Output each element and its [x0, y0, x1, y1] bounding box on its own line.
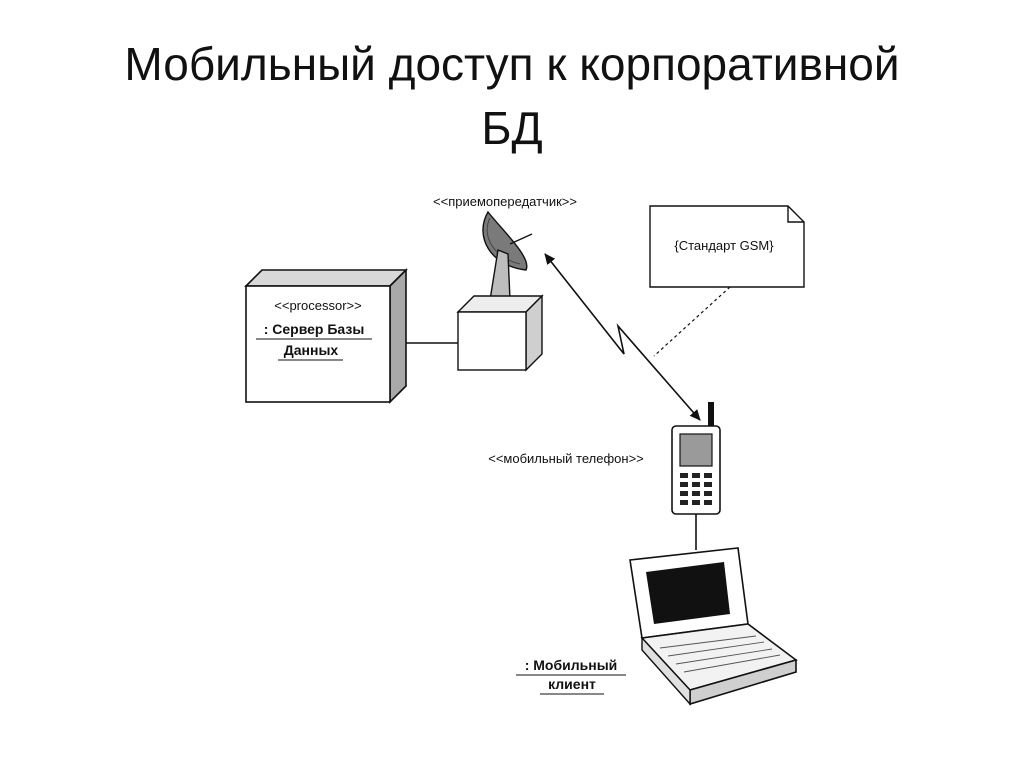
- note-anchor-line: [653, 286, 731, 357]
- phone-keypad: [680, 473, 712, 505]
- server-name-line-1: : Сервер Базы: [264, 321, 365, 337]
- title-line-1: Мобильный доступ к корпоративной: [124, 38, 900, 90]
- satellite-dish-icon: [482, 210, 533, 301]
- server-name-line-2: Данных: [284, 342, 339, 358]
- transceiver-node: [456, 210, 544, 372]
- gsm-note-text: {Стандарт GSM}: [674, 238, 774, 253]
- laptop-icon: [629, 547, 798, 706]
- client-name-line-1: : Мобильный: [525, 657, 618, 673]
- server-node: <<processor>> : Сервер Базы Данных: [244, 268, 408, 404]
- transceiver-stereotype-label: <<приемопередатчик>>: [433, 194, 577, 209]
- title-line-2: БД: [481, 102, 543, 154]
- phone-stereotype-label: <<мобильный телефон>>: [488, 451, 644, 466]
- slide-title: Мобильный доступ к корпоративной БД: [0, 32, 1024, 160]
- wireless-link: [544, 253, 701, 421]
- gsm-note: {Стандарт GSM}: [649, 205, 805, 288]
- server-stereotype-label: <<processor>>: [274, 298, 361, 313]
- client-name-line-2: клиент: [548, 676, 596, 692]
- mobile-phone-icon: [671, 402, 721, 515]
- transceiver-cube: [456, 294, 544, 372]
